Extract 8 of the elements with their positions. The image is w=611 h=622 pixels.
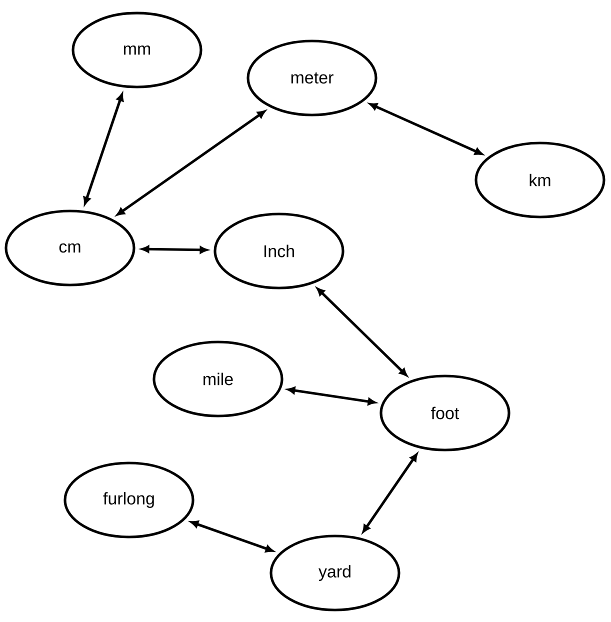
double-arrow xyxy=(316,288,408,376)
double-arrow xyxy=(190,520,274,552)
double-arrow xyxy=(287,386,376,406)
double-arrow xyxy=(116,110,266,216)
double-arrow xyxy=(369,103,483,155)
double-arrow xyxy=(362,453,418,533)
double-arrow xyxy=(141,246,208,254)
double-arrow xyxy=(83,93,124,205)
